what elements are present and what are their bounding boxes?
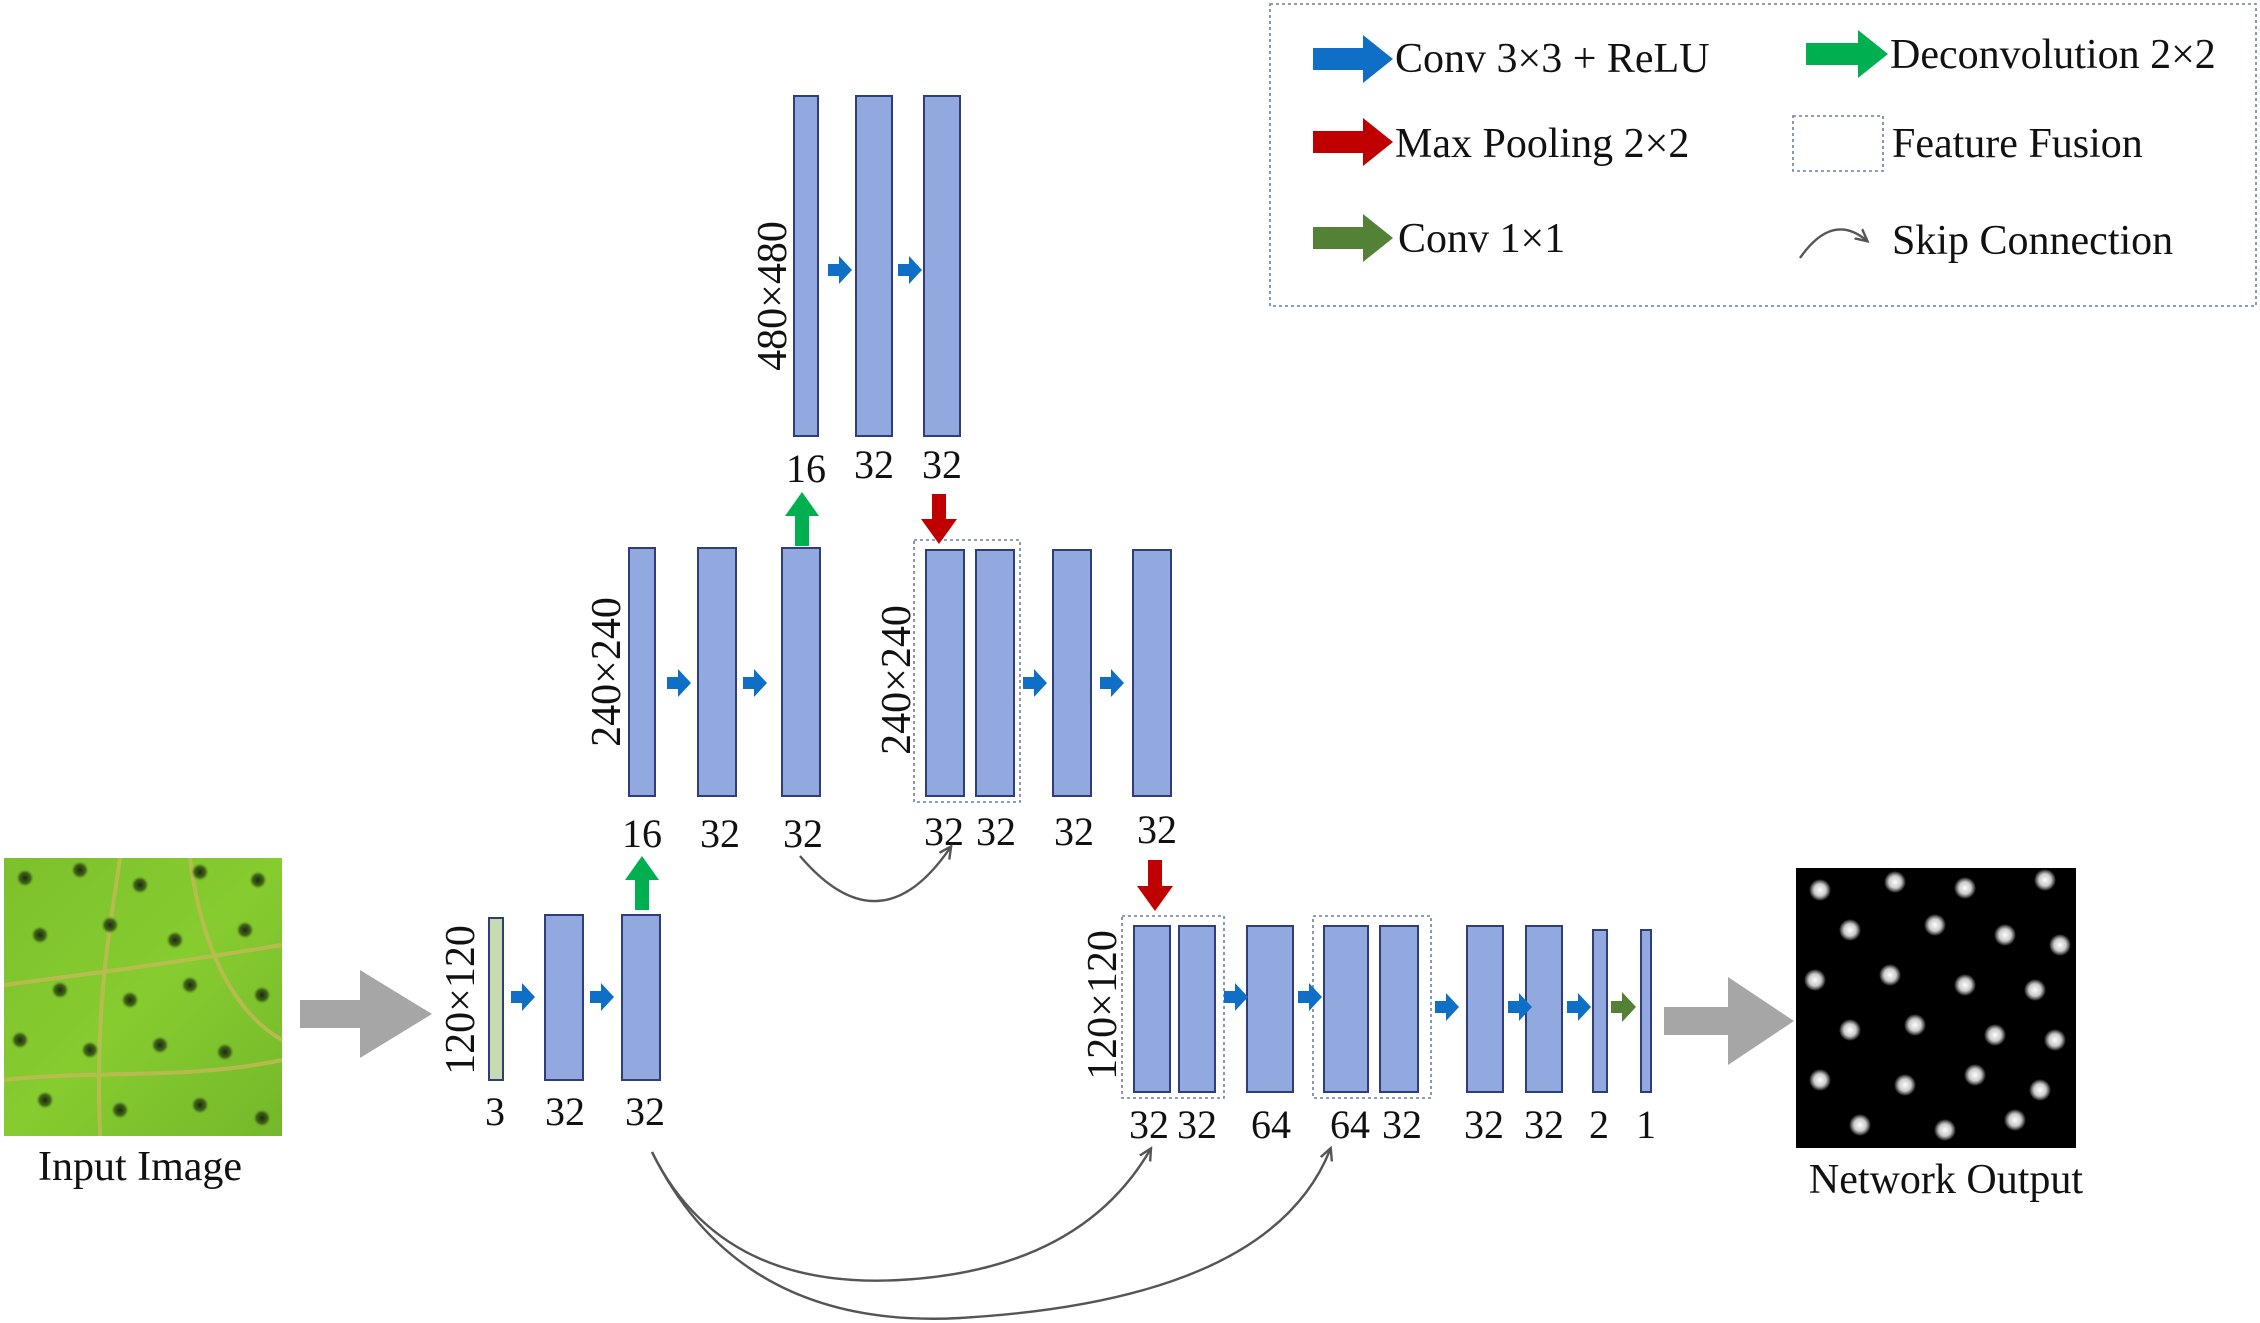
conv3x3-arrow (1023, 669, 1047, 697)
input-image (3, 857, 284, 1137)
feature-map (621, 914, 661, 1081)
channel-label: 2 (1589, 1102, 1609, 1147)
channel-label: 1 (1636, 1102, 1656, 1147)
conv3x3-arrow (828, 256, 852, 284)
resolution-label-120-left: 120×120 (438, 925, 484, 1075)
feature-map (628, 547, 656, 797)
channel-label: 32 (924, 809, 964, 854)
conv3x3-arrow (590, 983, 614, 1011)
deconv-arrow (785, 492, 819, 546)
channel-label: 32 (1054, 809, 1094, 854)
channel-label: 32 (783, 811, 823, 856)
feature-map (1379, 925, 1419, 1093)
legend: Conv 3×3 + ReLU Max Pooling 2×2 Conv 1×1… (1269, 3, 2257, 307)
maxpool-arrow (1137, 860, 1173, 911)
channel-label: 32 (1177, 1102, 1217, 1147)
resolution-label-480: 480×480 (750, 221, 796, 371)
legend-fusion-swatch (1792, 115, 1884, 172)
legend-fusion-label: Feature Fusion (1892, 121, 2143, 167)
legend-maxpool-label: Max Pooling 2×2 (1395, 121, 1689, 167)
feature-map (1323, 925, 1369, 1093)
feature-map (544, 914, 584, 1081)
legend-conv3x3-label: Conv 3×3 + ReLU (1395, 36, 1710, 82)
feature-map (855, 95, 893, 437)
legend-skip-icon (1799, 228, 1866, 259)
maxpool-legend-arrow (1313, 118, 1393, 166)
stage-120-right: 120×120 32 32 64 64 32 32 32 2 1 (1080, 915, 1656, 1147)
legend-deconv-label: Deconvolution 2×2 (1890, 32, 2216, 78)
stage-480: 480×480 16 32 32 (750, 95, 962, 491)
channel-label: 32 (976, 809, 1016, 854)
feature-map (793, 95, 819, 437)
channel-label: 32 (1524, 1102, 1564, 1147)
conv3x3-arrow (1567, 993, 1591, 1021)
feature-map (975, 549, 1015, 797)
channel-label: 64 (1330, 1102, 1370, 1147)
channel-label: 32 (700, 811, 740, 856)
legend-conv1x1-label: Conv 1×1 (1398, 216, 1565, 262)
legend-box (1269, 3, 2257, 307)
input-image-label: Input Image (38, 1144, 242, 1190)
conv3x3-arrow (1100, 669, 1124, 697)
feature-fusion-box (1121, 915, 1225, 1099)
feature-map (1466, 925, 1504, 1093)
feature-map (923, 95, 961, 437)
feature-map (781, 547, 821, 797)
conv3x3-arrow (667, 669, 691, 697)
feature-map-input (488, 917, 504, 1081)
conv3x3-arrow (743, 669, 767, 697)
conv3x3-arrow (511, 983, 535, 1011)
conv3x3-legend-arrow (1313, 35, 1393, 83)
conv3x3-arrows (511, 256, 1591, 1021)
channel-label: 16 (786, 446, 826, 491)
channel-label: 32 (854, 442, 894, 487)
feature-map (1133, 925, 1171, 1093)
channel-label: 64 (1251, 1102, 1291, 1147)
channel-label: 32 (1129, 1102, 1169, 1147)
skip-connection (799, 848, 950, 903)
resolution-label-240-right: 240×240 (874, 605, 920, 755)
input-flow-arrow (300, 970, 432, 1058)
conv3x3-arrow (1298, 983, 1322, 1011)
conv1x1-arrow (1611, 992, 1636, 1022)
resolution-label-120-right: 120×120 (1080, 930, 1126, 1080)
deconv-arrow (625, 856, 659, 910)
stage-240-left: 240×240 16 32 32 (584, 547, 823, 856)
conv3x3-arrow (898, 256, 922, 284)
feature-map (1178, 925, 1216, 1093)
conv3x3-arrow (1435, 993, 1459, 1021)
feature-map (1640, 929, 1652, 1093)
stage-240-right: 240×240 32 32 32 32 (874, 539, 1177, 854)
channel-label: 32 (1464, 1102, 1504, 1147)
conv1x1-legend-arrow (1313, 214, 1393, 262)
skip-connection (650, 1150, 1330, 1320)
feature-map (1246, 925, 1294, 1093)
conv3x3-arrow (1224, 983, 1248, 1011)
conv3x3-arrow (1508, 993, 1532, 1021)
feature-map (1052, 549, 1092, 797)
feature-map (1592, 929, 1608, 1093)
stage-120-left: 120×120 3 32 32 (438, 914, 665, 1134)
resolution-label-240-left: 240×240 (584, 597, 630, 747)
feature-map (925, 549, 965, 797)
feature-map (1525, 925, 1563, 1093)
feature-map (1132, 549, 1172, 797)
channel-label: 32 (625, 1089, 665, 1134)
channel-label: 3 (485, 1089, 505, 1134)
skip-connection (650, 1150, 1150, 1282)
deconv-legend-arrow (1806, 30, 1888, 78)
channel-label: 32 (1137, 807, 1177, 852)
feature-map (697, 547, 737, 797)
network-output-image (1796, 868, 2076, 1148)
maxpool-arrow (921, 494, 957, 544)
feature-fusion-box (913, 539, 1021, 803)
output-flow-arrow (1664, 977, 1794, 1065)
channel-label: 32 (545, 1089, 585, 1134)
channel-label: 16 (622, 811, 662, 856)
channel-label: 32 (922, 442, 962, 487)
channel-label: 32 (1382, 1102, 1422, 1147)
network-output-label: Network Output (1809, 1157, 2083, 1203)
legend-skip-label: Skip Connection (1892, 218, 2173, 264)
